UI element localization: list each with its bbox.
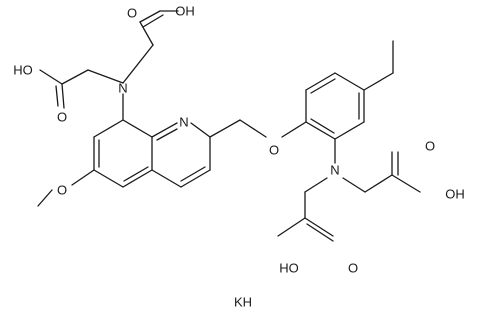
atom-label-oh-right: OH: [445, 187, 465, 202]
counterion-label: KH: [234, 295, 252, 310]
atom-label-n-amine-right: N: [330, 163, 339, 178]
atom-label-o-right-carbonyl: O: [425, 139, 435, 154]
atom-label-o-bottom-carbonyl: O: [348, 261, 358, 276]
bond-lines: [37, 10, 421, 242]
atom-label-ho-left: HO: [13, 63, 33, 78]
atom-label-o-left-carbonyl: O: [57, 110, 67, 125]
atom-label-n-amine-left: N: [118, 81, 127, 96]
atom-label-n-quinoline: N: [179, 115, 188, 130]
atom-label-o-ether: O: [269, 143, 279, 158]
atom-label-o-top-carbonyl: O: [127, 6, 137, 21]
atom-label-o-methoxy: O: [57, 183, 67, 198]
atom-label-oh-top: OH: [175, 4, 195, 19]
atom-label-ho-bottom: HO: [279, 261, 299, 276]
